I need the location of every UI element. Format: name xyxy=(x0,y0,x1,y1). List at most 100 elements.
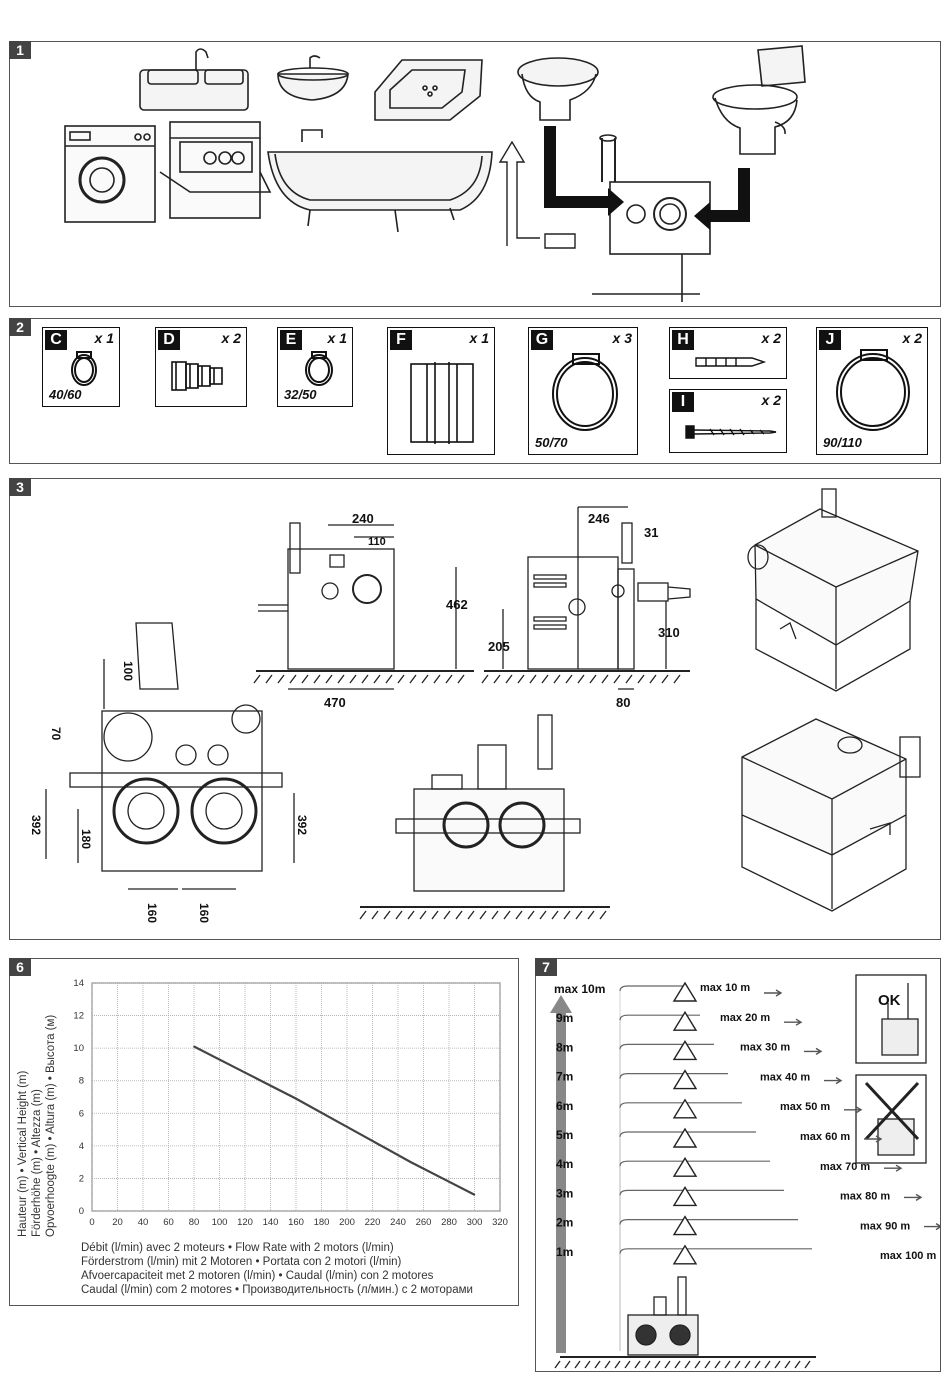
x-tick-label: 280 xyxy=(441,1217,457,1228)
x-tick-label: 20 xyxy=(112,1217,123,1228)
part-h-wallplug: H x 2 xyxy=(669,327,787,379)
series-point xyxy=(193,1045,195,1048)
part-letter: J xyxy=(819,330,841,350)
distance-label: max 30 m xyxy=(740,1042,790,1054)
distance-label: max 80 m xyxy=(840,1191,890,1203)
height-level-label: 3m xyxy=(556,1186,573,1200)
series-point xyxy=(295,1097,297,1100)
distance-label: max 40 m xyxy=(760,1071,810,1083)
x-axis-label: Débit (l/min) avec 2 moteurs • Flow Rate… xyxy=(81,1241,473,1297)
dim-front-top: 240 xyxy=(352,511,374,526)
part-size: 50/70 xyxy=(535,435,568,450)
dim-plan-b: 70 xyxy=(49,727,63,741)
discharge-pipe xyxy=(619,1189,784,1196)
panel-number: 7 xyxy=(535,958,557,976)
pump-unit-icon xyxy=(627,1276,699,1356)
y-tick-label: 8 xyxy=(79,1076,84,1087)
isometric-view-bottom xyxy=(741,718,921,912)
distance-arrow-icon xyxy=(904,1193,923,1202)
part-letter: E xyxy=(280,330,302,350)
x-tick-label: 200 xyxy=(339,1217,355,1228)
panel-2-parts: 2 C x 1 40/60 D x 2 E x 1 32/50 F x 1 G … xyxy=(9,318,941,464)
distance-arrow-icon xyxy=(784,1018,803,1026)
cistern-toilet-icon xyxy=(712,45,806,155)
warning-triangle-icon xyxy=(672,1186,698,1207)
distance-arrow-icon xyxy=(924,1222,940,1231)
height-level-label: 8m xyxy=(556,1040,573,1054)
part-quantity: x 1 xyxy=(327,330,347,346)
warning-triangle-icon xyxy=(672,1156,698,1177)
warning-triangle-icon xyxy=(672,1098,698,1119)
part-quantity: x 1 xyxy=(94,330,114,346)
y-tick-label: 6 xyxy=(79,1108,84,1119)
hose-clamp-icon xyxy=(305,351,333,386)
height-level-label: 1m xyxy=(556,1245,573,1259)
x-axis-label-line-1: Débit (l/min) avec 2 moteurs • Flow Rate… xyxy=(81,1242,394,1254)
part-j-clamp: J x 2 90/110 xyxy=(816,327,928,455)
discharge-pipe xyxy=(619,1219,798,1225)
distance-label: max 20 m xyxy=(720,1012,770,1024)
distance-label: max 70 m xyxy=(820,1161,870,1173)
part-quantity: x 2 xyxy=(761,330,781,346)
series-point xyxy=(448,1180,450,1183)
part-quantity: x 1 xyxy=(469,330,489,346)
dim-side-base: 80 xyxy=(616,695,630,710)
dim-plan-e: 392 xyxy=(295,815,309,835)
series-point xyxy=(333,1119,336,1121)
height-arrow-icon xyxy=(550,995,572,1353)
x-tick-label: 180 xyxy=(314,1217,330,1228)
x-axis-label-line-2: Förderstrom (l/min) mit 2 Motoren • Port… xyxy=(81,1256,402,1268)
part-letter: H xyxy=(672,330,694,350)
x-tick-label: 220 xyxy=(365,1217,381,1228)
distance-arrow-icon xyxy=(824,1076,843,1085)
part-e-clamp: E x 1 32/50 xyxy=(277,327,353,407)
hose-clamp-icon xyxy=(836,349,910,431)
part-size: 90/110 xyxy=(823,435,862,450)
distance-arrow-icon xyxy=(864,1135,883,1143)
bathtub-icon xyxy=(267,129,493,233)
dim-plan-a: 100 xyxy=(121,661,135,681)
distance-label: max 60 m xyxy=(800,1131,850,1143)
dim-plan-c: 392 xyxy=(29,815,43,835)
dim-plan-g: 160 xyxy=(197,903,211,923)
distance-arrow-icon xyxy=(844,1106,863,1114)
hose-clamp-icon xyxy=(552,353,618,431)
x-tick-label: 320 xyxy=(492,1217,508,1228)
dimension-drawings: 240 110 462 470 246 31 205 310 80 100 70… xyxy=(29,488,921,923)
dim-front-width: 470 xyxy=(324,695,346,710)
panel-number: 2 xyxy=(9,318,31,336)
y-tick-label: 0 xyxy=(79,1206,84,1217)
y-tick-label: 10 xyxy=(73,1043,84,1054)
front-view-drawing xyxy=(253,522,474,690)
y-tick-label: 2 xyxy=(79,1173,84,1184)
series-line xyxy=(193,1045,476,1196)
grid-lines xyxy=(91,982,501,1212)
distance-arrow-icon xyxy=(764,989,783,997)
series-point xyxy=(409,1161,412,1163)
y-tick-label: 14 xyxy=(73,978,84,989)
discharge-arrow-icon xyxy=(498,140,540,246)
x-tick-label: 120 xyxy=(237,1217,253,1228)
y-tick-label: 12 xyxy=(73,1011,84,1022)
ok-installation-box xyxy=(855,974,927,1064)
warning-triangle-icon xyxy=(672,1069,698,1090)
panel-number: 6 xyxy=(9,958,31,976)
right-inlet-arrow-icon xyxy=(694,168,750,230)
series-point xyxy=(218,1058,221,1061)
part-size: 40/60 xyxy=(49,387,82,402)
unit-cutaway-drawing xyxy=(359,714,610,920)
panel-number: 3 xyxy=(9,478,31,496)
series-group xyxy=(193,1045,476,1196)
discharge-pipe xyxy=(619,1131,756,1138)
height-level-label: 9m xyxy=(556,1011,573,1025)
stepped-adapter-icon xyxy=(171,361,223,391)
dim-side-top: 246 xyxy=(588,511,610,526)
distance-arrow-icon xyxy=(884,1164,903,1172)
plan-view-drawing xyxy=(45,622,295,890)
x-tick-label: 260 xyxy=(416,1217,432,1228)
height-level-label: 4m xyxy=(556,1157,573,1171)
x-tick-label: 300 xyxy=(467,1217,483,1228)
hose-clamp-icon xyxy=(71,351,97,386)
